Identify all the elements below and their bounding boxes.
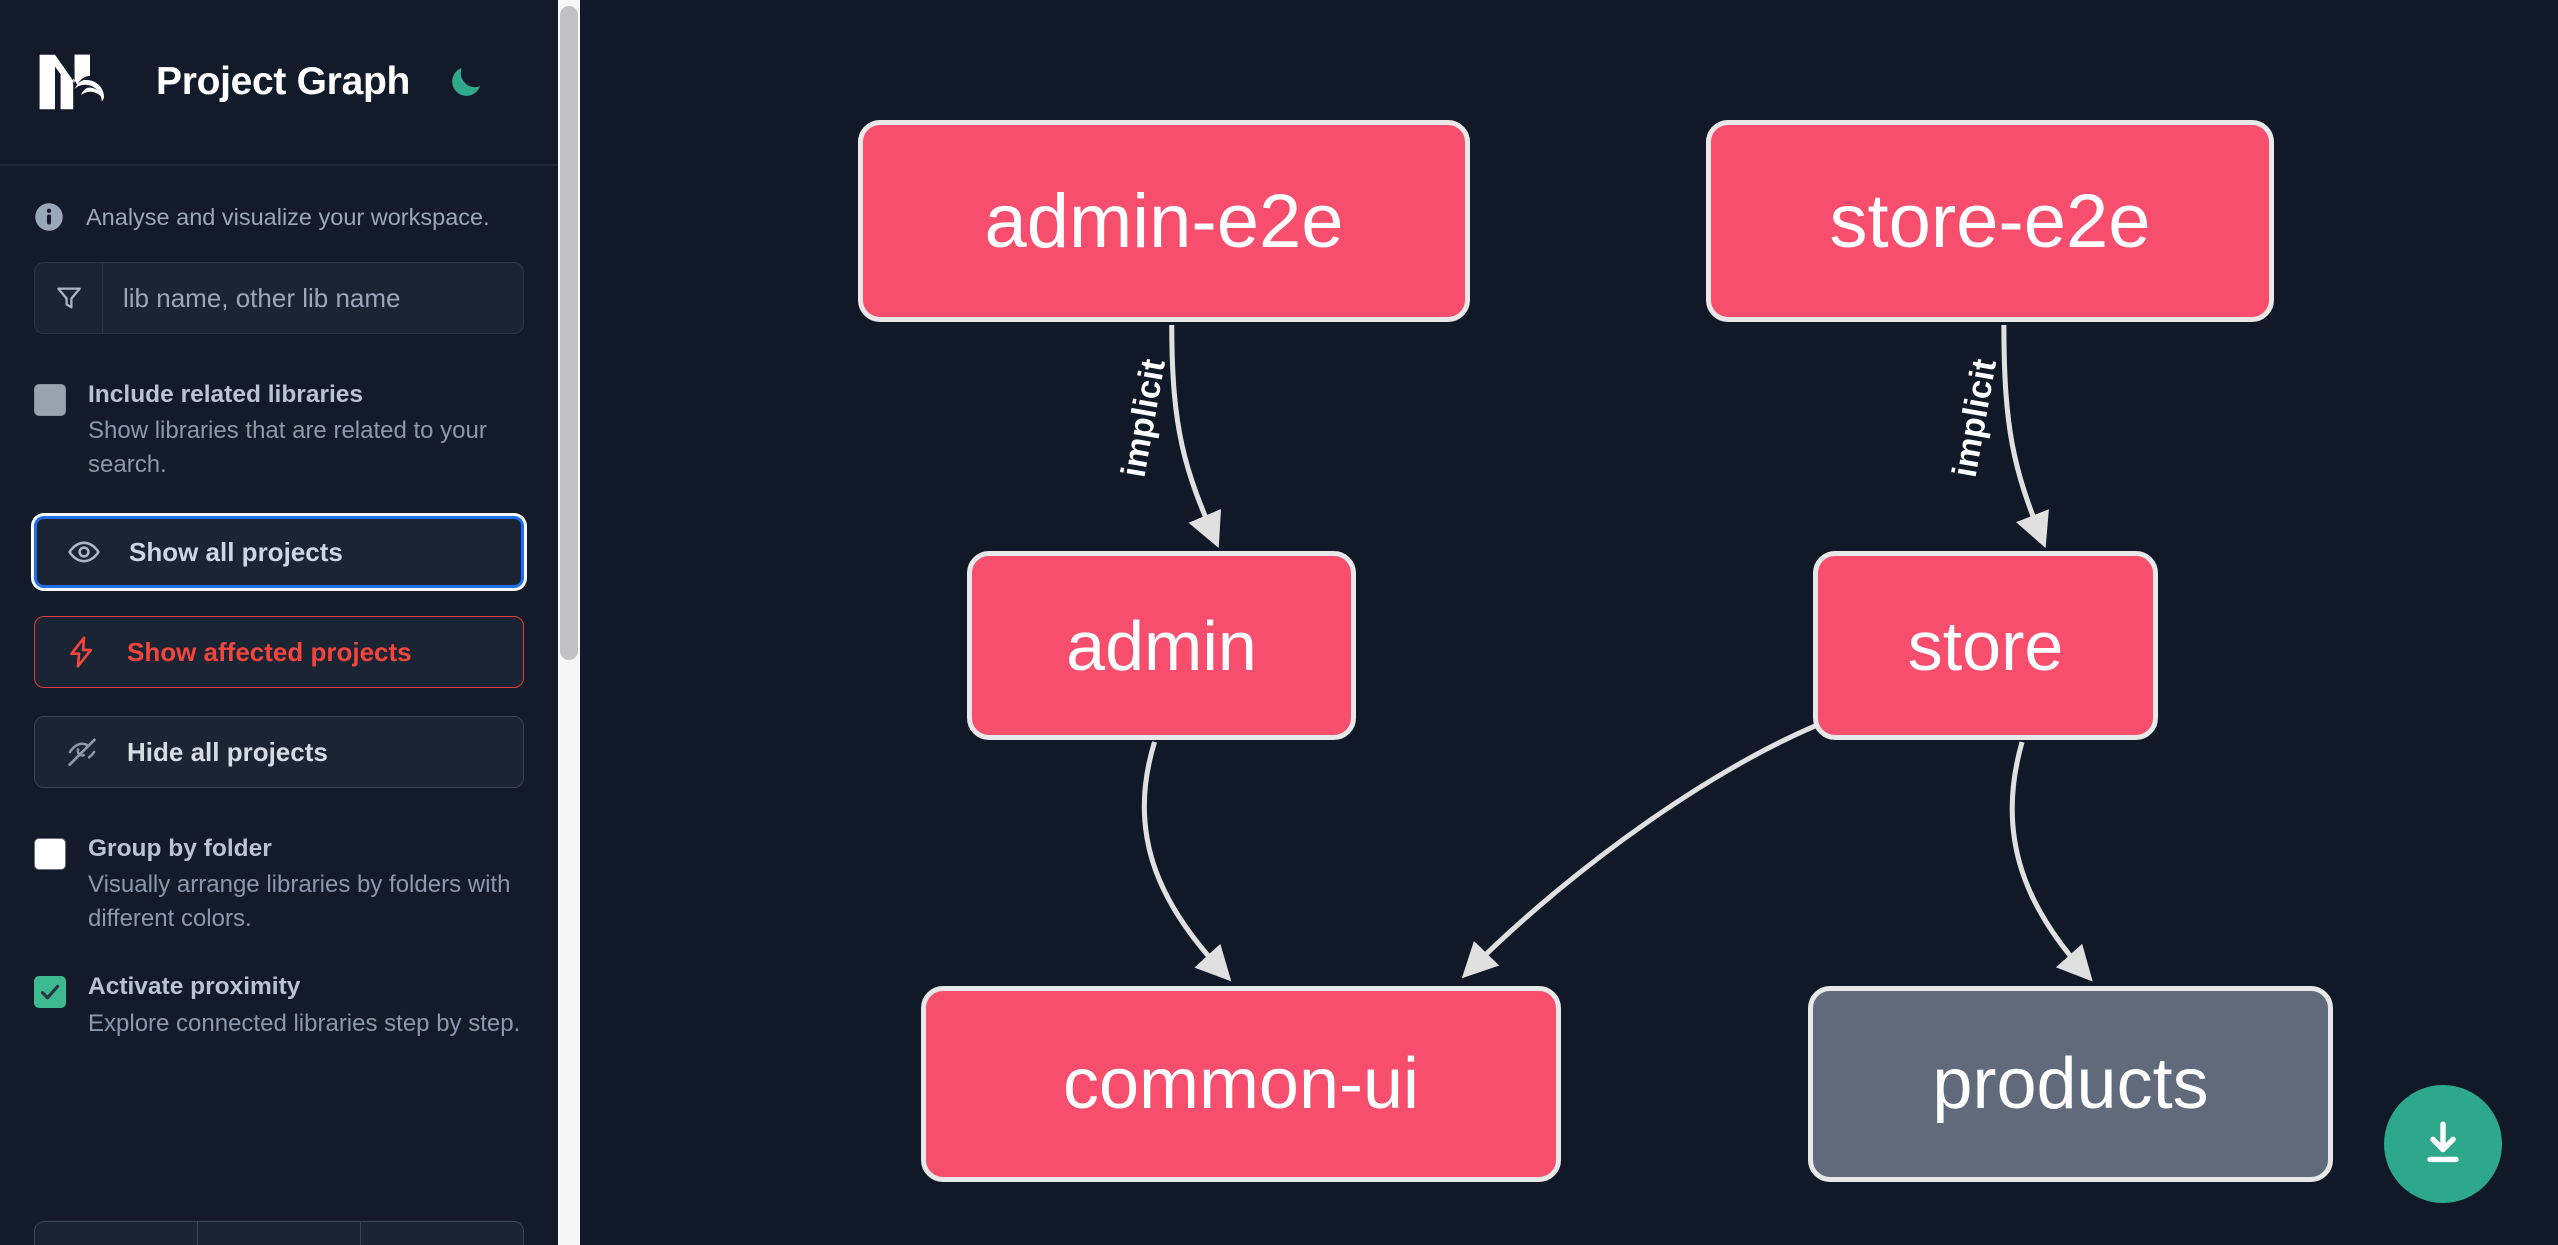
sidebar-scrollbar[interactable] [558, 0, 580, 1245]
checkbox-box[interactable] [34, 838, 66, 871]
checkbox-include-related-libraries[interactable]: Include related libraries Show libraries… [34, 378, 524, 482]
funnel-icon [35, 263, 103, 333]
graph-node-store[interactable]: store [1813, 551, 2158, 740]
check-icon [40, 985, 60, 1000]
node-label: admin-e2e [984, 178, 1344, 264]
checkbox-description: Explore connected libraries step by step… [88, 1009, 521, 1037]
graph-node-common-ui[interactable]: common-ui [921, 986, 1561, 1182]
edge-label-implicit-admin: implicit [1112, 354, 1176, 483]
search-input[interactable] [103, 263, 523, 333]
info-icon [34, 202, 64, 232]
segment-3[interactable] [361, 1222, 523, 1245]
node-label: store-e2e [1829, 178, 2151, 264]
download-icon [2427, 1121, 2459, 1163]
checkbox-activate-proximity[interactable]: Activate proximity Explore connected lib… [34, 970, 524, 1040]
graph-node-admin[interactable]: admin [967, 551, 1356, 740]
checkbox-label: Activate proximity [88, 973, 301, 1001]
edge-admin-common-ui [1141, 741, 1232, 982]
segment-2[interactable] [198, 1222, 361, 1245]
edge-admin-e2e-admin [1169, 324, 1222, 549]
svg-text:implicit: implicit [1946, 356, 2005, 480]
eye-icon [65, 533, 103, 571]
checkbox-group-by-folder[interactable]: Group by folder Visually arrange librari… [34, 832, 524, 936]
checkbox-box[interactable] [34, 976, 66, 1009]
segmented-control[interactable] [34, 1221, 524, 1245]
checkbox-label: Include related libraries [88, 381, 364, 408]
graph-node-admin-e2e[interactable]: admin-e2e [858, 120, 1470, 322]
segment-1[interactable] [35, 1222, 198, 1245]
edge-store-products [2009, 741, 2093, 982]
edge-label-implicit-store: implicit [1943, 354, 2007, 483]
node-label: products [1932, 1044, 2209, 1124]
graph-node-products[interactable]: products [1808, 986, 2333, 1182]
sidebar-header: Project Graph [0, 0, 558, 166]
graph-edges: implicit implicit [1112, 324, 2093, 982]
checkbox-description: Visually arrange libraries by folders wi… [88, 871, 511, 933]
button-label: Hide all projects [127, 736, 328, 767]
svg-text:implicit: implicit [1114, 356, 1173, 480]
sidebar-body: Include related libraries Show libraries… [0, 262, 558, 1041]
checkbox-label: Group by folder [88, 835, 272, 863]
download-button[interactable] [2384, 1085, 2502, 1203]
checkbox-box[interactable] [34, 384, 66, 416]
nx-logo-icon [34, 49, 118, 115]
hide-all-projects-button[interactable]: Hide all projects [34, 716, 524, 789]
moon-icon[interactable] [444, 60, 488, 104]
action-buttons: Show all projects Show affected projects [34, 516, 524, 789]
search-filter[interactable] [34, 262, 524, 334]
button-label: Show affected projects [127, 636, 412, 667]
graph-canvas[interactable]: implicit implicit admin-e2e store-e2e ad… [558, 0, 2558, 1245]
page-title: Project Graph [156, 60, 410, 103]
button-label: Show all projects [129, 536, 343, 567]
show-all-projects-button[interactable]: Show all projects [34, 516, 524, 589]
sidebar: Project Graph Analyse and visualize your… [0, 0, 558, 1245]
eye-off-icon [63, 733, 101, 771]
edge-store-e2e-store [2001, 324, 2049, 549]
show-affected-projects-button[interactable]: Show affected projects [34, 616, 524, 689]
sidebar-subtitle: Analyse and visualize your workspace. [0, 166, 558, 262]
checkbox-description: Show libraries that are related to your … [88, 417, 487, 479]
edge-store-common-ui [1461, 713, 1841, 979]
sidebar-subtitle-text: Analyse and visualize your workspace. [86, 203, 490, 230]
node-label: common-ui [1062, 1044, 1420, 1124]
graph-node-store-e2e[interactable]: store-e2e [1706, 120, 2274, 322]
scrollbar-thumb[interactable] [560, 6, 578, 660]
node-label: admin [1066, 606, 1257, 685]
node-label: store [1907, 606, 2064, 685]
lightning-bolt-icon [63, 633, 101, 671]
